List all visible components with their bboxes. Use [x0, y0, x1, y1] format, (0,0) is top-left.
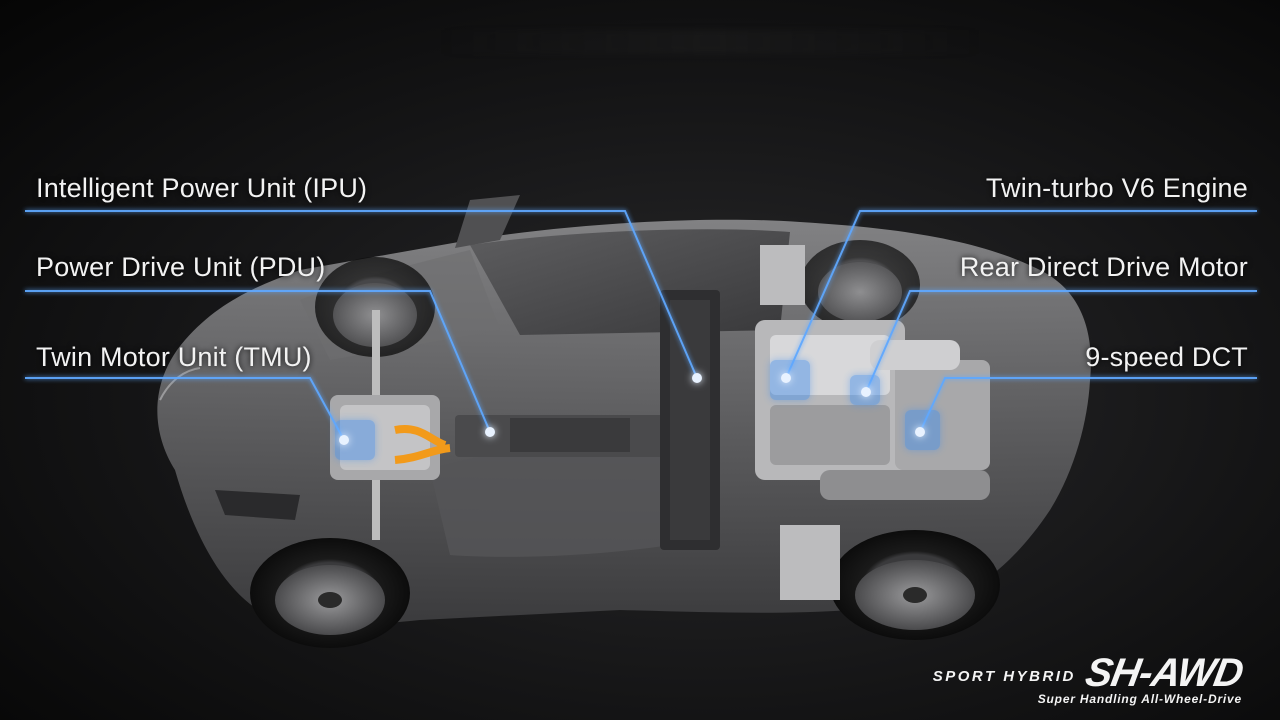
label-pdu: Power Drive Unit (PDU): [36, 252, 326, 282]
leader-line-rddm: [865, 290, 1257, 393]
logo-sh-awd: SH-AWD: [1081, 651, 1246, 695]
rear-right-wheel: [800, 240, 920, 330]
battery-pack: [455, 290, 720, 550]
leader-lines: [25, 210, 1257, 441]
leader-line-pdu: [25, 290, 491, 433]
faint-header-watermark: [440, 30, 980, 54]
leader-line-ipu: [25, 210, 698, 379]
callout-dot-icon: [692, 373, 702, 383]
callout-dot-icon: [915, 427, 925, 437]
label-tmu: Twin Motor Unit (TMU): [36, 342, 312, 372]
logo-tagline: Super Handling All-Wheel-Drive: [1037, 692, 1242, 706]
label-ipu: Intelligent Power Unit (IPU): [36, 173, 368, 203]
label-v6-engine: Twin-turbo V6 Engine: [985, 173, 1248, 203]
label-dct: 9-speed DCT: [1085, 342, 1248, 372]
rear-left-wheel: [830, 530, 1000, 640]
front-left-wheel: [250, 538, 410, 648]
leader-line-dct: [919, 377, 1257, 433]
callout-dot-icon: [781, 373, 791, 383]
callout-dots: [339, 373, 925, 445]
callout-dot-icon: [339, 435, 349, 445]
callout-dot-icon: [485, 427, 495, 437]
leader-line-v6: [785, 210, 1257, 379]
callout-dot-icon: [861, 387, 871, 397]
logo-sport-hybrid: SPORT HYBRID: [932, 668, 1076, 685]
sh-awd-logo: SPORT HYBRID SH-AWD Super Handling All-W…: [932, 651, 1246, 706]
label-rear-motor: Rear Direct Drive Motor: [959, 252, 1248, 282]
leader-line-tmu: [25, 377, 345, 441]
